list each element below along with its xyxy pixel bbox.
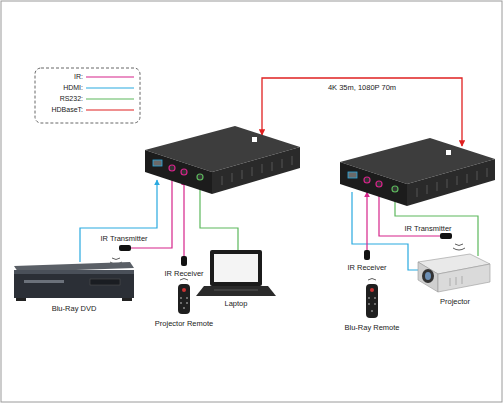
hdbaset-wire xyxy=(461,100,462,146)
device-label: Blu-Ray DVD xyxy=(52,305,97,314)
ir-label: IR Transmitter xyxy=(404,225,451,234)
ir-waves xyxy=(453,244,465,250)
legend-line xyxy=(86,109,134,110)
legend-box xyxy=(35,68,140,123)
ir-wire xyxy=(366,192,367,250)
ir-label: IR Receiver xyxy=(347,264,386,273)
ir-receiver xyxy=(364,250,370,260)
legend-line xyxy=(86,98,134,99)
laptop xyxy=(196,250,276,296)
legend-text: HDBaseT: xyxy=(37,106,83,113)
ir-label: IR Receiver xyxy=(164,270,203,279)
hdbaset-wire xyxy=(262,78,462,100)
legend-text: RS232: xyxy=(37,95,83,102)
ir-wire xyxy=(183,180,184,256)
receiver-unit xyxy=(340,138,495,206)
device-node: Blu-Ray Remote xyxy=(344,324,399,333)
legend-text: HDMI: xyxy=(37,84,83,91)
remote-control xyxy=(366,279,378,319)
hdbaset-wire xyxy=(261,100,262,135)
device-label: Projector Remote xyxy=(155,320,213,329)
legend-line xyxy=(86,76,134,77)
device-node: Laptop xyxy=(225,300,248,309)
ir-label: IR Transmitter xyxy=(100,235,147,244)
legend-text: IR: xyxy=(37,73,83,80)
device-label: Laptop xyxy=(225,300,248,309)
hdmi-wire xyxy=(80,180,157,262)
ir-emitter xyxy=(119,245,131,251)
device-label: Projector xyxy=(440,298,470,307)
bluray-player xyxy=(14,262,134,301)
projector xyxy=(418,254,490,292)
ir-emitter xyxy=(440,233,452,239)
ir-receiver xyxy=(181,256,187,266)
transmitter-unit xyxy=(145,126,300,194)
remote-control xyxy=(178,279,190,315)
device-label: Blu-Ray Remote xyxy=(344,324,399,333)
device-node: Projector Remote xyxy=(155,320,213,329)
link-spec: 4K 35m, 1080P 70m xyxy=(328,84,396,93)
legend-line xyxy=(86,87,134,88)
device-node: Projector xyxy=(440,298,470,307)
device-node: Blu-Ray DVD xyxy=(52,305,97,314)
